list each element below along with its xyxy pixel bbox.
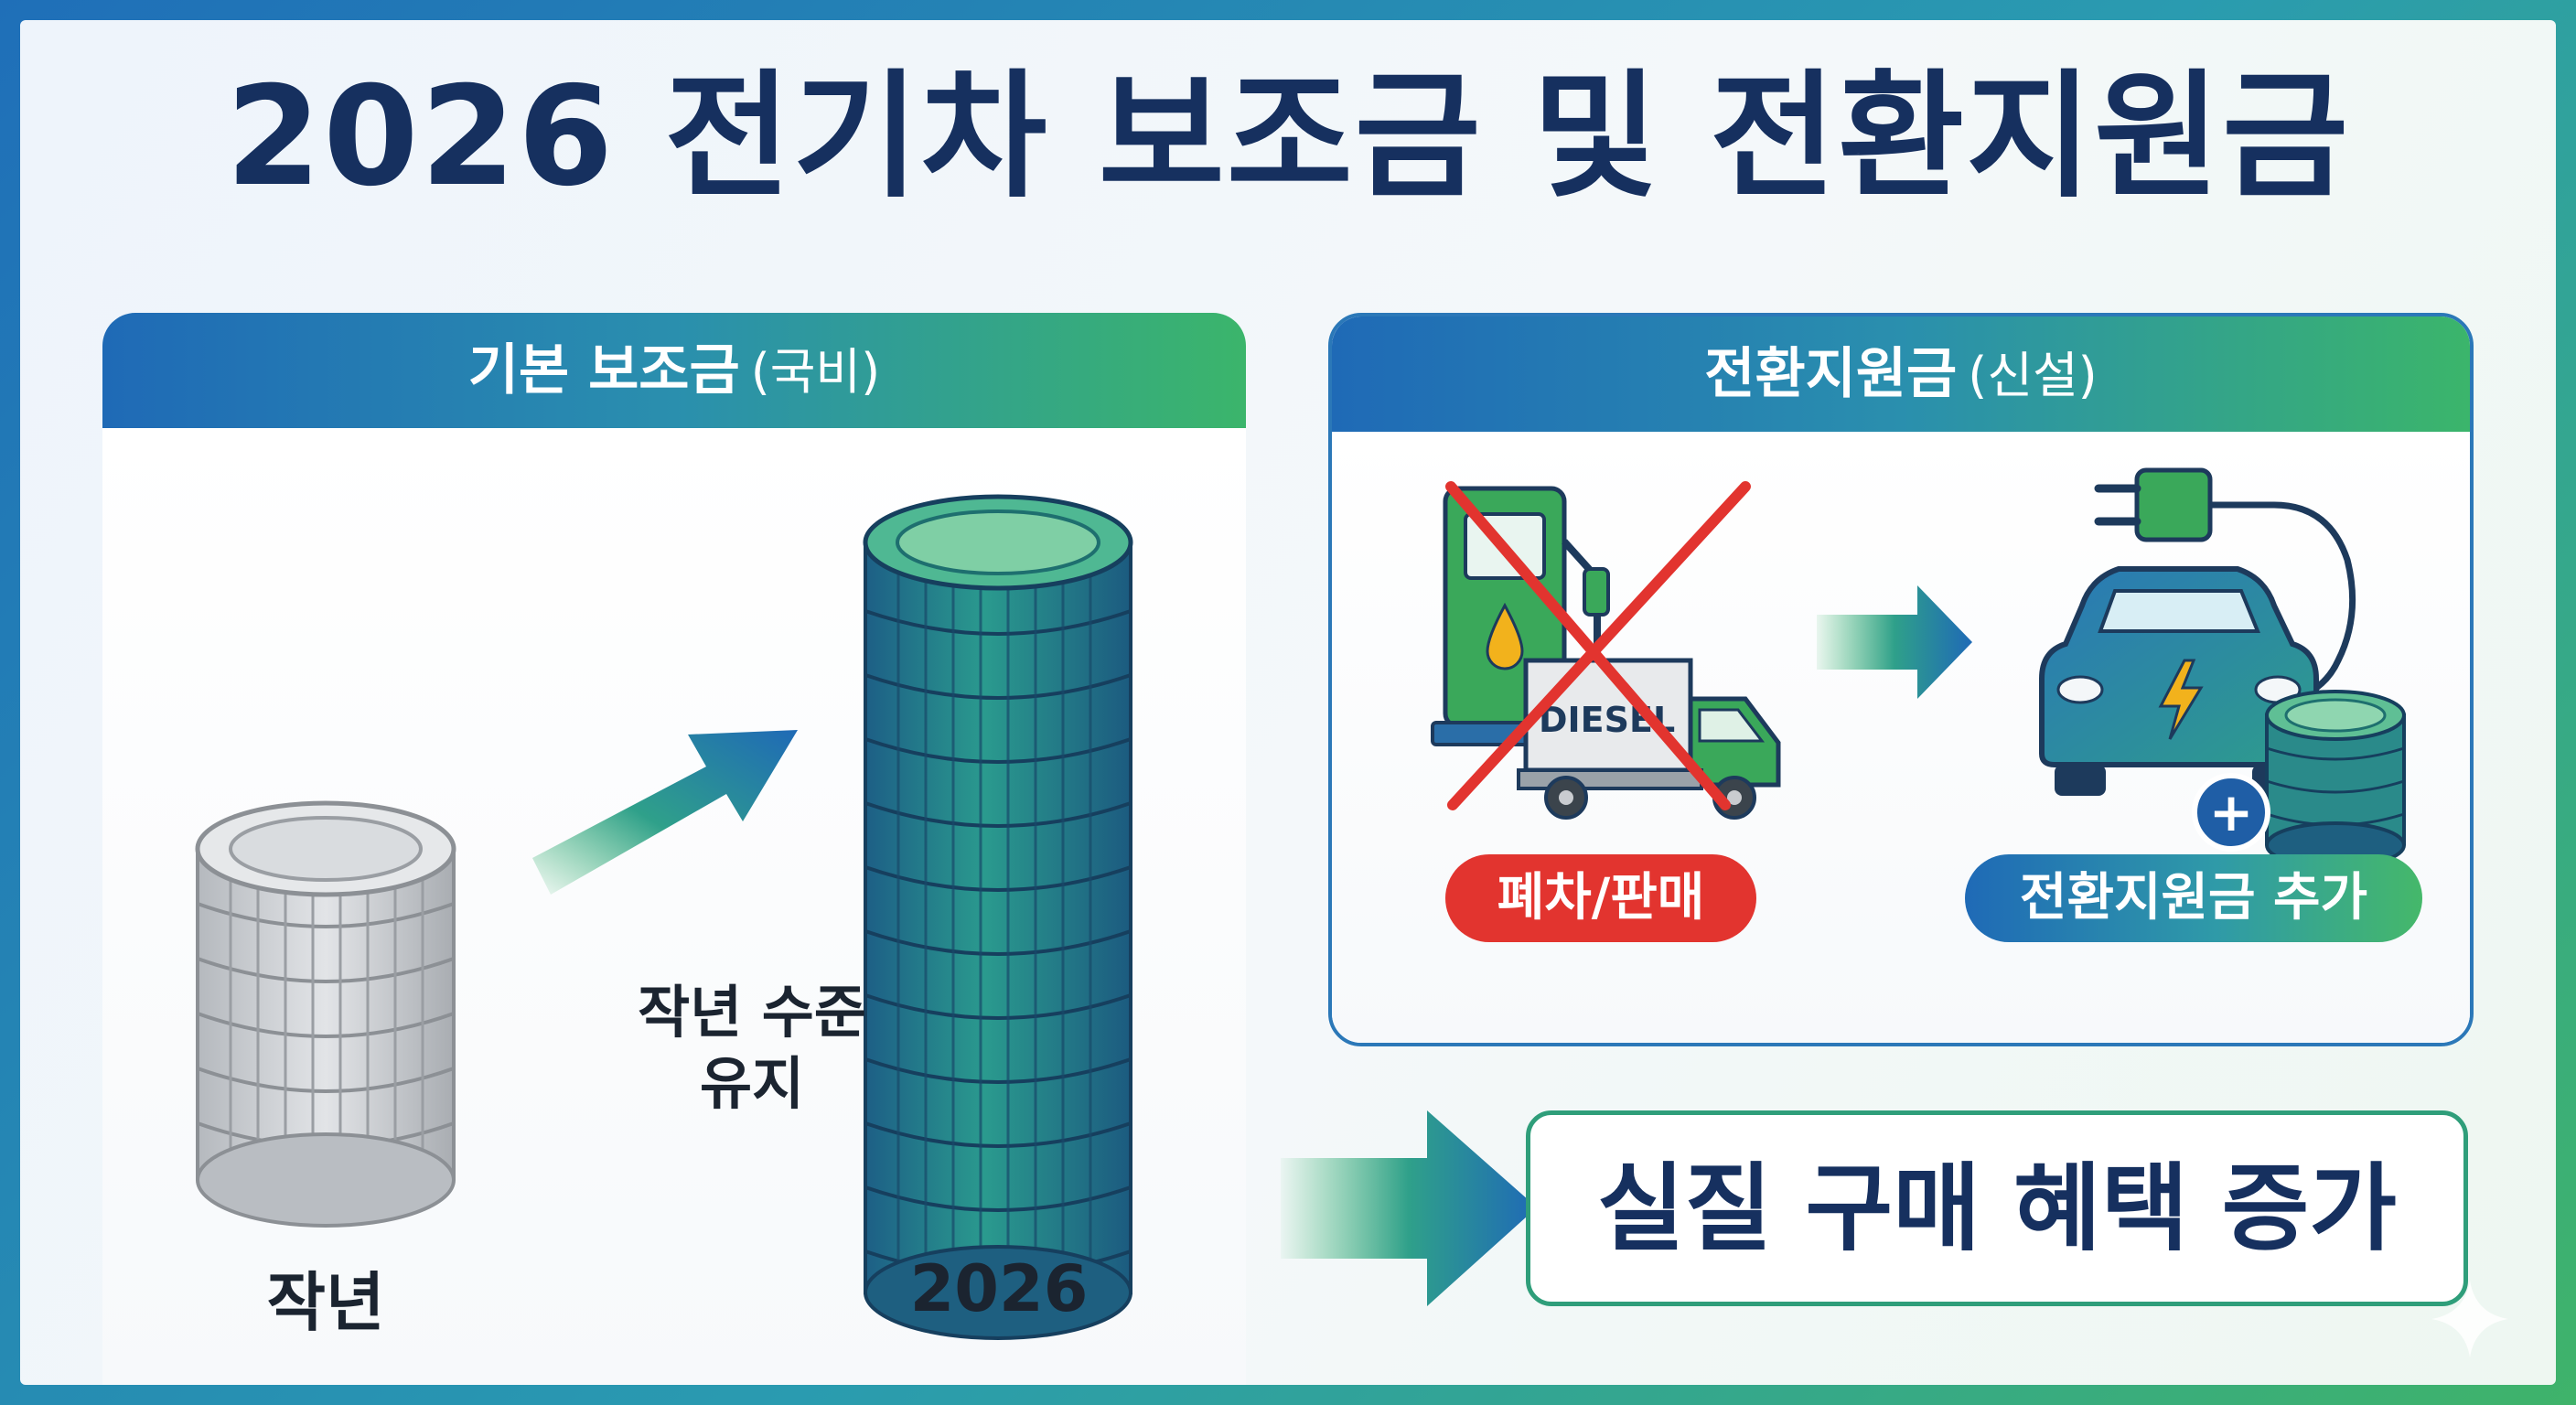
arrow-right-icon [1817,585,1972,699]
arrow-caption: 작년 수준 유지 [578,977,926,1120]
arrow-right-icon [1281,1110,1537,1306]
previous-year-label: 작년 [266,1265,385,1340]
plus-icon: + [2192,773,2270,852]
result-box: 실질 구매 혜택 증가 [1526,1110,2468,1306]
current-year-label: 2026 [909,1251,1089,1326]
basic-subsidy-header: 기본 보조금(국비) [102,313,1246,428]
coin-stack-icon [195,800,456,1228]
lightning-icon [2158,659,2204,740]
arrow-caption-line1: 작년 수준 [638,979,866,1046]
electric-car-icon [2039,566,2319,796]
basic-subsidy-illustration [195,494,1133,1340]
transition-support-note: (신설) [1968,347,2098,404]
basic-subsidy-panel: 기본 보조금(국비) [102,313,1246,1385]
plus-symbol: + [2209,781,2254,843]
transition-support-body: DIESEL [1332,432,2470,1043]
coin-stack-icon [863,494,1133,1340]
sparkle-icon [2431,1281,2508,1357]
transition-bonus-badge: 전환지원금 추가 [1965,854,2422,942]
transition-support-panel: 전환지원금(신설) [1328,313,2474,1046]
arrow-right-icon [532,730,798,895]
basic-subsidy-title: 기본 보조금 [467,338,740,402]
transition-support-title: 전환지원금 [1704,342,1958,406]
scrap-sell-badge: 폐차/판매 [1445,854,1756,942]
transition-support-header: 전환지원금(신설) [1332,316,2470,432]
coin-stack-icon [2265,690,2406,869]
result-arrow [1281,1110,1537,1306]
plug-icon [2094,467,2356,695]
diesel-truck-icon: DIESEL [1517,658,1781,820]
basic-subsidy-body: 작년 수준 유지 작년 2026 [102,428,1246,1385]
transition-illustration: DIESEL [1431,467,2406,869]
basic-subsidy-note: (국비) [750,343,881,401]
x-mark-icon [1445,481,1751,810]
page-title: 2026 전기차 보조금 및 전환지원금 [225,58,2351,217]
arrow-caption-line2: 유지 [699,1050,805,1117]
